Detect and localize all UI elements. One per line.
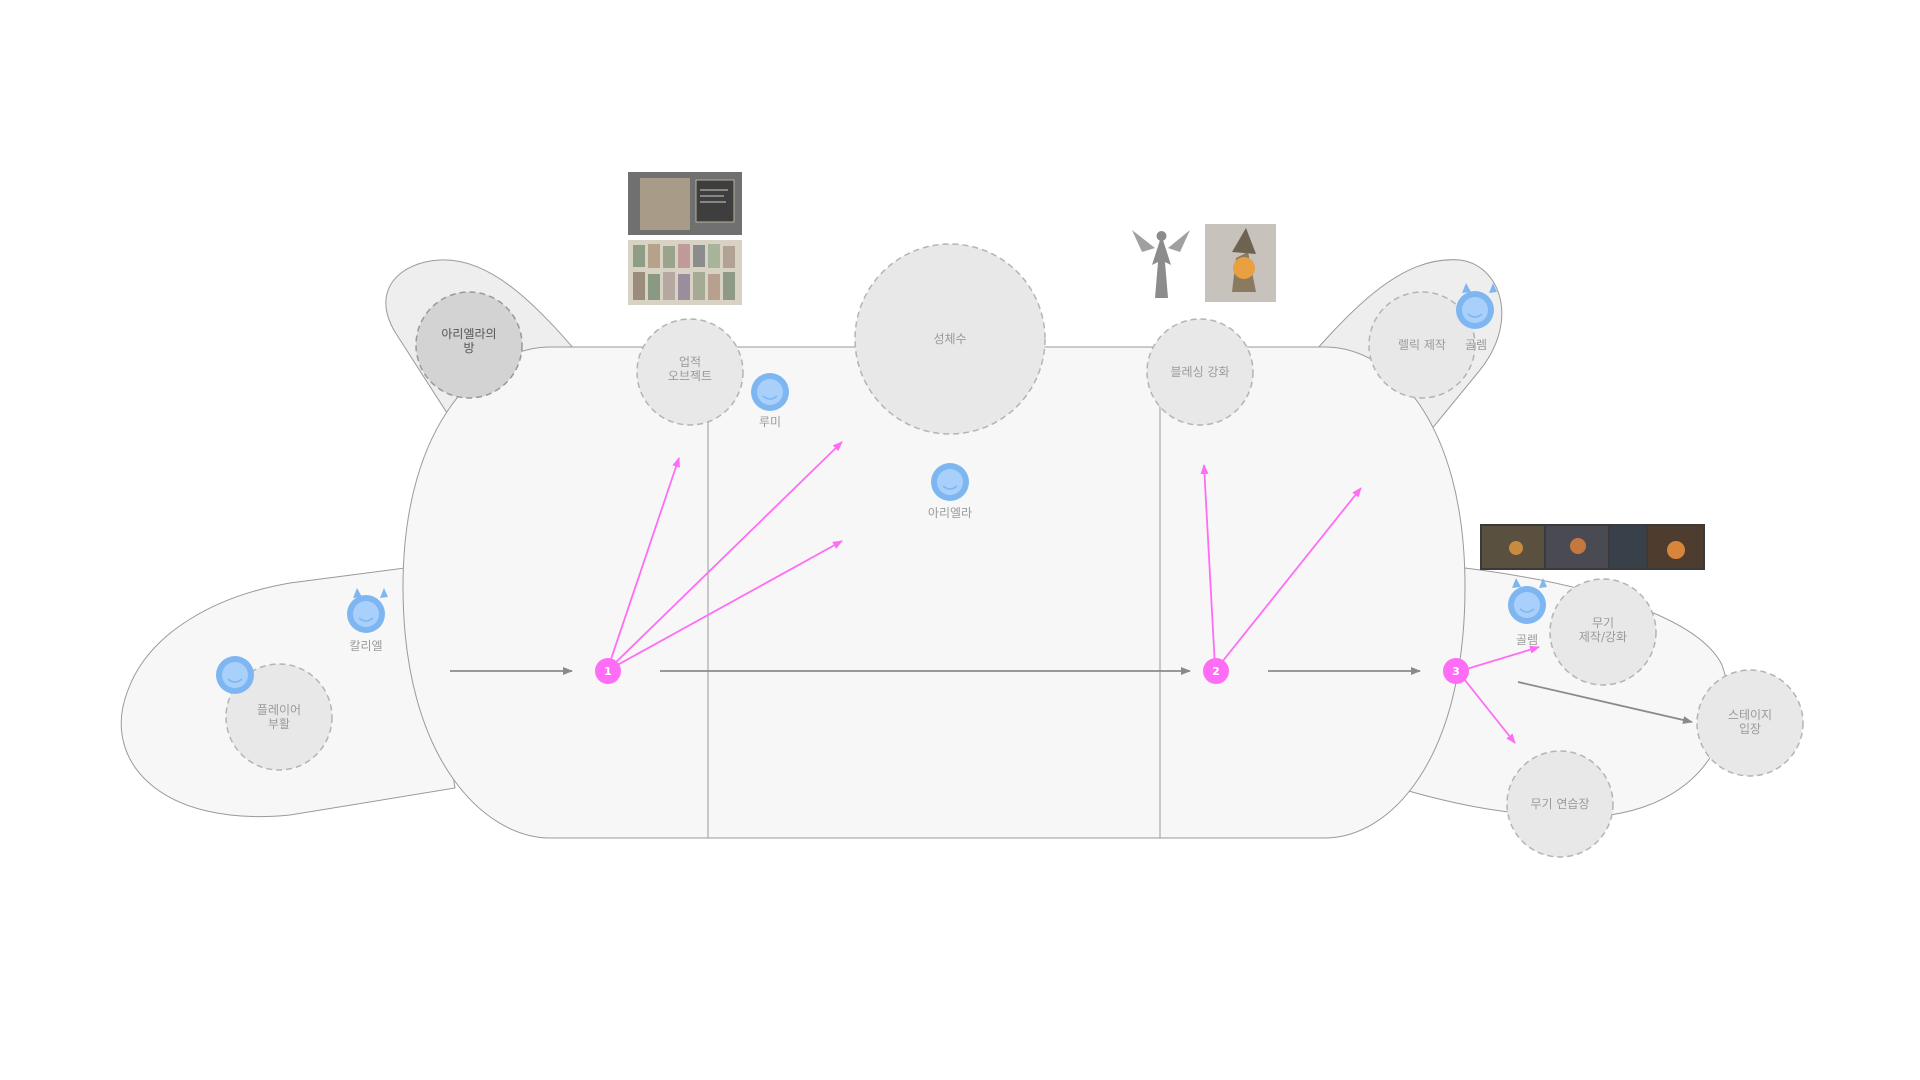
flow-arrow-3-to-stage: [1517, 681, 1693, 724]
npc-golem-top-label: 골렘: [1465, 338, 1487, 352]
step-badge-3: 3: [1443, 658, 1469, 684]
magenta-arrow-1-holy-water-b: [611, 540, 843, 669]
node-holy-water-label: 성체수: [933, 332, 966, 346]
angel-statue-image: [1132, 230, 1190, 298]
node-blessing: [1146, 318, 1254, 426]
forge-scene-images: [1480, 524, 1705, 570]
node-relic-craft: [1368, 291, 1476, 399]
node-weapon-craft: [1549, 578, 1657, 686]
magenta-arrow-3-weapon-craft: [1459, 645, 1540, 672]
horned-face-avatar-icon: [1508, 578, 1547, 624]
svg-text:1: 1: [604, 665, 612, 678]
node-stage-enter: [1696, 669, 1804, 777]
svg-text:3: 3: [1452, 665, 1460, 678]
npc-rumi-label: 루미: [759, 415, 781, 429]
horned-face-avatar-icon: [347, 588, 388, 633]
reliquary-reference-image: [628, 172, 742, 235]
npc-arielle-label: 아리엘라: [928, 506, 972, 520]
node-weapon-practice-label: 무기 연습장: [1530, 797, 1589, 811]
node-arielle-room: [415, 291, 523, 399]
npc-golem-bottom-label: 골렘: [1516, 633, 1538, 647]
node-weapon-practice: [1506, 750, 1614, 858]
magenta-arrow-1-reliquary: [607, 457, 680, 669]
face-avatar-icon: [931, 463, 969, 501]
step-badge-2: 2: [1203, 658, 1229, 684]
node-blessing-label: 블레싱 강화: [1170, 365, 1229, 379]
magenta-arrow-2-blessing: [1200, 464, 1216, 668]
statue-collection-image: [628, 240, 742, 305]
step-badge-1: 1: [595, 658, 621, 684]
node-revive: [225, 663, 333, 771]
npc-kariel-label: 칼리엘: [349, 639, 382, 653]
magenta-arrow-1-holy-water-a: [609, 441, 843, 669]
face-avatar-icon: [751, 373, 789, 411]
node-relic-craft-label: 렐릭 제작: [1398, 338, 1446, 352]
svg-text:2: 2: [1212, 665, 1220, 678]
node-holy-water: [854, 243, 1046, 435]
main-hall: [402, 346, 1466, 839]
face-avatar-icon: [216, 656, 254, 694]
magenta-arrow-2-relic: [1217, 487, 1362, 668]
horned-face-avatar-icon: [1456, 283, 1497, 329]
magenta-arrow-3-weapon-practice: [1459, 673, 1516, 744]
node-reliquary: [636, 318, 744, 426]
lamp-statue-image: [1205, 224, 1276, 302]
